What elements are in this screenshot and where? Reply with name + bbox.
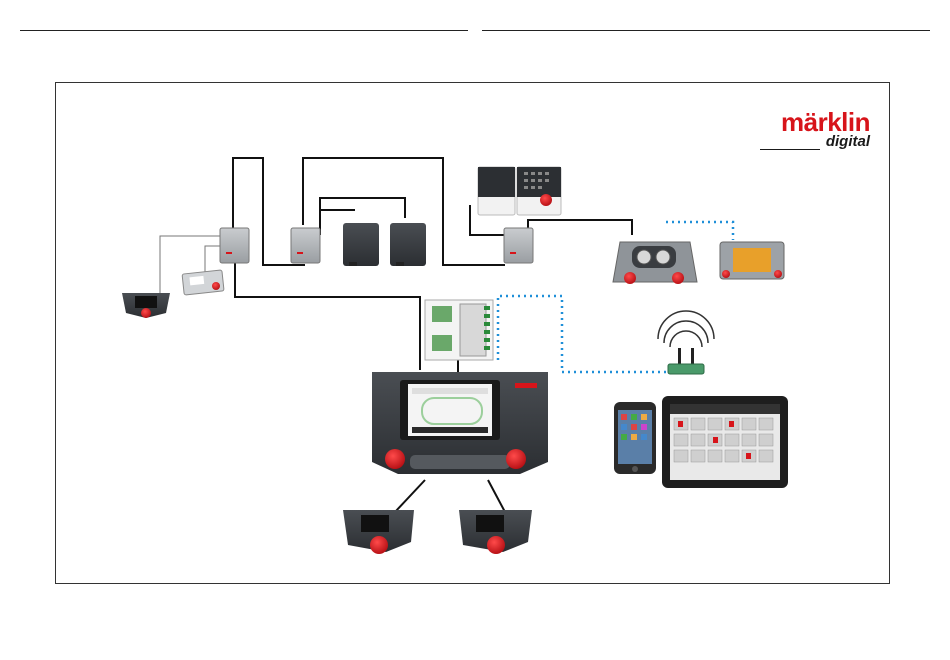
s88-feedback-module	[425, 300, 493, 360]
mobile-station-bottom-1	[343, 510, 414, 554]
control-box-middle	[291, 228, 320, 263]
control-box-right	[504, 228, 533, 263]
small-controller	[182, 270, 224, 295]
booster-2	[390, 223, 426, 266]
brand-subtitle: digital	[826, 134, 870, 150]
wire-box-to-terminal	[528, 220, 632, 240]
mobile-station-bottom-2	[459, 510, 532, 554]
booster-1	[343, 223, 379, 266]
central-station-3	[372, 372, 548, 474]
control-box-left	[220, 228, 249, 263]
wireless-controller	[613, 242, 697, 284]
tablet-icon	[662, 396, 788, 488]
mobile-station-left	[122, 293, 170, 318]
wire-left-box-to-cs3	[235, 262, 420, 370]
logo-rule	[760, 149, 820, 150]
wireless-keyboard	[720, 242, 784, 279]
wifi-router-icon	[658, 311, 714, 374]
smartphone-icon	[614, 402, 656, 474]
marklin-logo: märklin digital	[758, 108, 870, 150]
brand-name: märklin	[781, 108, 870, 136]
decoder-modules	[478, 167, 561, 215]
